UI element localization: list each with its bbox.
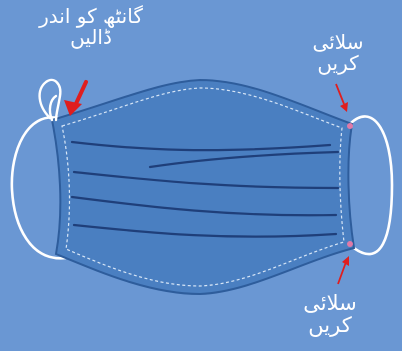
knot-instruction-line1: گانٹھ کو اندر (39, 4, 143, 28)
arrow-icon (337, 256, 349, 285)
pleat-line (72, 170, 340, 190)
sew-bottom-line1: سلائی (303, 291, 357, 315)
mask-body (50, 78, 356, 296)
arrow-icon (64, 80, 88, 116)
ear-loop-left (10, 116, 67, 260)
edge-stitch (61, 87, 345, 287)
pleat-line (70, 140, 332, 152)
arrow-icon (335, 83, 348, 112)
sew-top-line1: سلائی (312, 30, 364, 54)
sew-top-label: سلائی کریں (296, 32, 380, 74)
pleat-line (70, 195, 338, 217)
ear-loop-right (349, 115, 394, 256)
seam-mark-bottom (347, 241, 353, 247)
knot-instruction-line2: ڈالیں (70, 25, 112, 49)
sew-top-line2: کریں (317, 51, 359, 75)
knot-icon (38, 78, 62, 122)
sew-bottom-line2: کریں (308, 313, 352, 338)
pleats (70, 140, 340, 238)
seam-mark-top (347, 123, 353, 129)
knot-instruction-label: گانٹھ کو اندر ڈالیں (16, 6, 166, 48)
pleat-line (148, 150, 340, 169)
sew-bottom-label: سلائی کریں (280, 292, 380, 336)
seam-marks (347, 123, 353, 247)
pleat-line (72, 223, 338, 238)
